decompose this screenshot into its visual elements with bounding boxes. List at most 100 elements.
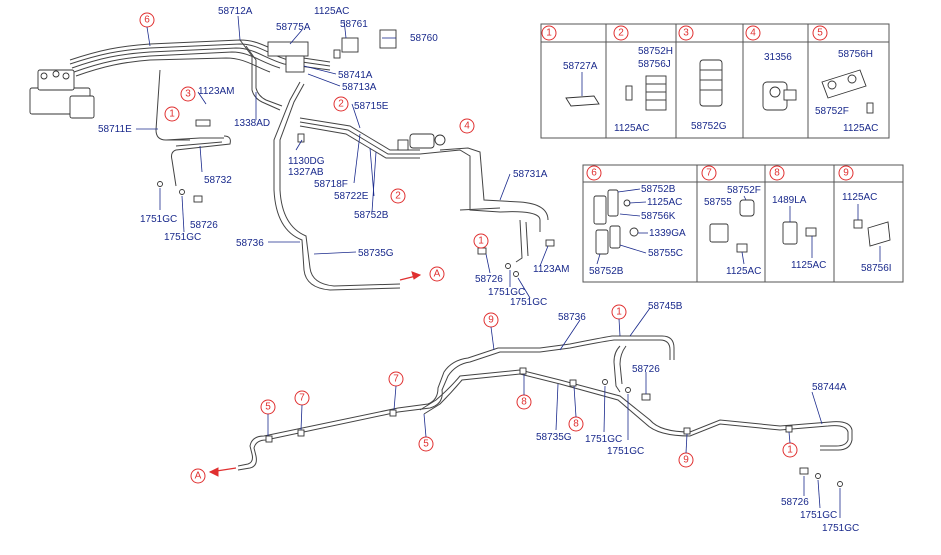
part-58744A: 58744A [812,382,847,393]
part-58712A: 58712A [218,6,253,17]
legend-callout-3: 3 [683,28,689,39]
part-58726-lower-a: 58726 [632,364,660,375]
legend-part-1489LA: 1489LA [772,195,807,206]
callout-1-upper: 1 [169,109,175,120]
clip-bracket-icon [821,69,874,114]
legend-part-58752G: 58752G [691,121,727,132]
part-1123AM-upper: 1123AM [198,86,235,97]
legend-part-31356: 31356 [764,52,792,63]
legend-part-58756K: 58756K [641,211,676,222]
part-1751GC-upper-a: 1751GC [140,214,177,225]
part-1327AB: 1327AB [288,167,324,178]
part-1751GC-lower-a: 1751GC [585,434,622,445]
part-1130DG: 1130DG [288,156,325,167]
legend-callout-7: 7 [706,168,712,179]
clip-58760 [379,29,397,49]
part-58726-lower-b: 58726 [781,497,809,508]
legend-part-58752B-a: 58752B [641,184,676,195]
clip-single-icon [709,195,755,265]
part-58761: 58761 [340,19,368,30]
part-1123AM-upper-b: 1123AM [533,264,570,275]
legend-callout-9: 9 [843,168,849,179]
clip-assembly-icon [593,188,648,265]
part-1751GC-upper-d: 1751GC [510,297,547,308]
clip-58761 [341,37,359,53]
part-58735G-lower: 58735G [536,432,572,443]
legend-callout-6: 6 [591,168,597,179]
part-58718F: 58718F [314,179,348,190]
part-58745B: 58745B [648,301,683,312]
legend-part-1125AC-6: 1125AC [647,197,682,208]
abs-unit [29,69,95,119]
legend-callout-4: 4 [750,28,756,39]
part-58736-upper: 58736 [236,238,264,249]
legend-part-58752B-b: 58752B [589,266,624,277]
legend-part-1339GA: 1339GA [649,228,686,239]
callout-5-lower-a: 5 [265,402,271,413]
part-58732: 58732 [204,175,232,186]
callout-7-lower-b: 7 [393,374,399,385]
callout-8-lower-a: 8 [521,397,527,408]
part-58726-upper-a: 58726 [190,220,218,231]
callout-1-lower-a: 1 [616,307,622,318]
callout-1-lower-b: 1 [787,445,793,456]
part-1751GC-lower-c: 1751GC [800,510,837,521]
legend-part-58727A: 58727A [563,61,598,72]
part-58775A: 58775A [276,22,311,33]
legend-part-58755: 58755 [704,197,732,208]
part-1751GC-lower-d: 1751GC [822,523,859,534]
legend-part-58756H: 58756H [838,49,873,60]
legend-part-58752F: 58752F [815,106,849,117]
legend-part-58752F-7: 58752F [727,185,761,196]
legend-part-58755C: 58755C [648,248,683,259]
part-58752B: 58752B [354,210,389,221]
part-58713A: 58713A [342,82,377,93]
legend-part-1125AC-8: 1125AC [791,260,826,271]
clip-block-icon [625,75,667,111]
legend-top: 1 2 3 4 5 58727A 58752H 58756J 1125AC 58… [540,23,890,139]
legend-part-1125AC-5: 1125AC [843,123,878,134]
clip-multi-icon [699,59,723,107]
legend-bottom: 6 7 8 9 58752B 1125AC 58756K 1339GA 5875… [582,164,904,283]
callout-4-upper: 4 [464,121,470,132]
legend-callout-8: 8 [774,168,780,179]
part-58722E: 58722E [334,191,369,202]
callout-2-upper-a: 2 [338,99,344,110]
legend-part-1125AC-7: 1125AC [726,266,761,277]
callout-9-lower-b: 9 [683,455,689,466]
callout-2-upper-b: 2 [395,191,401,202]
upper-brake-assembly: 6 3 1 2 2 4 1 A [29,6,570,308]
part-58736-lower: 58736 [558,312,586,323]
lower-brake-assembly: 9 1 5 7 7 8 8 9 5 1 A 5 [190,301,859,534]
part-58711E: 58711E [98,124,132,135]
clip-plate-icon [565,95,600,107]
callout-1-upper-b: 1 [478,236,484,247]
part-58731A: 58731A [513,169,548,180]
part-1338AD: 1338AD [234,118,270,129]
callout-8-lower-b: 8 [573,419,579,430]
callout-9-lower-a: 9 [488,315,494,326]
part-1751GC-upper-c: 1751GC [488,287,525,298]
part-58735G-upper: 58735G [358,248,394,259]
legend-part-58756I: 58756I [861,263,892,274]
part-1125AC-upper: 1125AC [314,6,349,17]
legend-part-1125AC-9: 1125AC [842,192,877,203]
clip-bracket-icon-9 [853,204,891,262]
callout-7-lower-a: 7 [299,393,305,404]
legend-part-58756J: 58756J [638,59,671,70]
part-58715E: 58715E [354,101,389,112]
part-1751GC-lower-b: 1751GC [607,446,644,457]
connector-arrow-a-upper: A [434,269,441,280]
connector-58741A [285,55,305,73]
legend-part-58752H: 58752H [638,46,673,57]
legend-callout-1: 1 [546,28,552,39]
part-1751GC-upper-b: 1751GC [164,232,201,243]
proportioning-valve [397,133,446,151]
part-58760: 58760 [410,33,438,44]
connector-arrow-a-lower: A [195,471,202,482]
part-58741A: 58741A [338,70,373,81]
bracket-58775A [267,41,309,57]
callout-6-upper: 6 [144,15,150,26]
legend-part-1125AC-2: 1125AC [614,123,649,134]
